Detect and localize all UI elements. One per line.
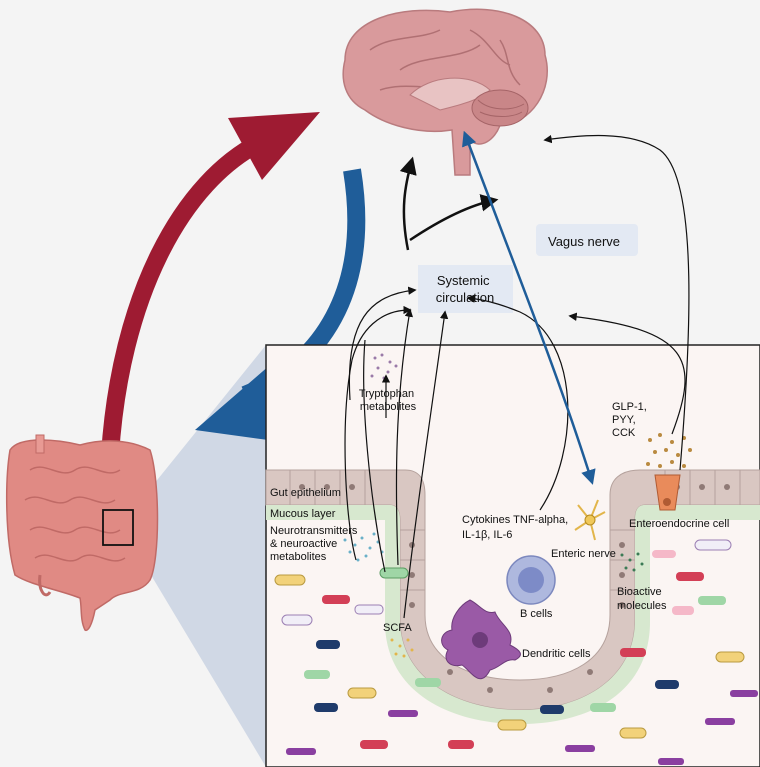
enteric-nerve-cell: [574, 499, 606, 541]
hormones-label: GLP-1, PYY, CCK: [612, 401, 650, 439]
bioactive-label: Bioactive molecules: [617, 586, 667, 612]
b-cells-label: B cells: [520, 608, 553, 620]
b-cell: [506, 555, 556, 605]
enteroendocrine-label: Enteroendocrine cell: [629, 518, 729, 530]
cytokines-label: Cytokines TNF-alpha, IL-1β, IL-6: [462, 514, 571, 541]
neurotransmitters-label: Neurotransmitters & neuroactive metaboli…: [270, 525, 360, 563]
epithelial-nuclei: [299, 484, 730, 693]
gut-bacteria: [274, 539, 758, 765]
systemic-circulation-label: Systemic circulation: [436, 273, 495, 305]
brain: [342, 8, 548, 176]
zoom-wedge: [103, 345, 266, 767]
dendritic-cells-label: Dendritic cells: [522, 648, 591, 660]
scfa-label: SCFA: [383, 622, 412, 634]
tryptophan-label: Tryptophan metabolites: [359, 388, 417, 413]
scfa-particles: [390, 638, 414, 658]
enteric-nerve-label: Enteric nerve: [551, 548, 616, 560]
blue-arrowhead: [195, 365, 270, 440]
zoom-square: [102, 509, 134, 546]
vagus-nerve-arrow: [462, 130, 596, 485]
enteroendocrine-cell: [654, 474, 681, 511]
bioactive-particles: [620, 552, 644, 572]
red-ascending-arrow: [101, 131, 269, 456]
intestine: [5, 434, 159, 632]
dendritic-cell: [441, 599, 521, 680]
mucous-layer-label: Mucous layer: [270, 508, 336, 520]
mucous-layer: [266, 505, 760, 724]
vagus-nerve-label: Vagus nerve: [548, 234, 620, 249]
red-arrowhead: [228, 112, 320, 180]
gut-epithelium-label: Gut epithelium: [270, 487, 341, 499]
